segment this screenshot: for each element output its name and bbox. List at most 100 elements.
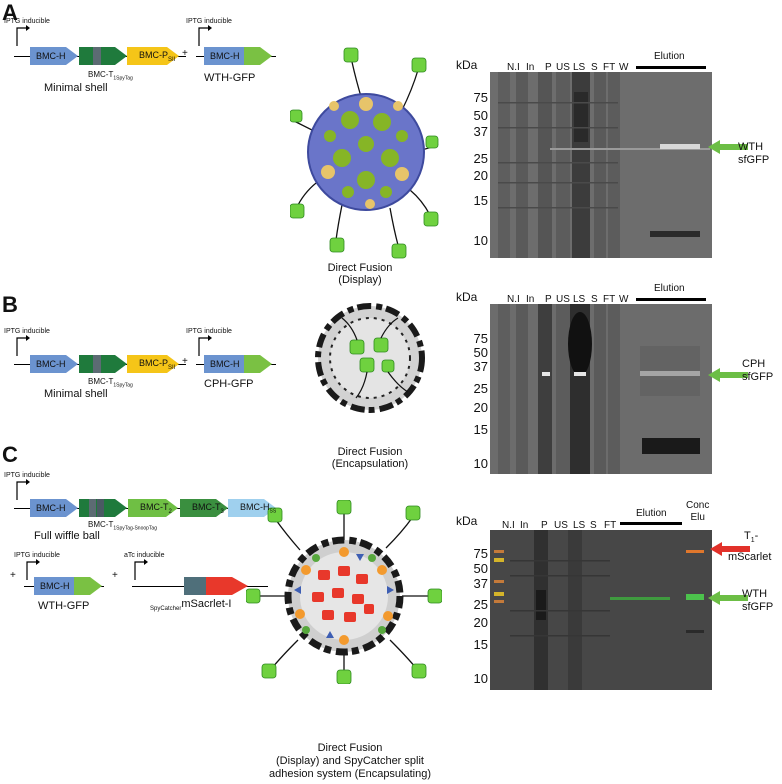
gel-c-marker: 15 xyxy=(473,637,488,652)
promoter-arrow-icon xyxy=(16,25,30,46)
gel-c-marker: 20 xyxy=(473,615,488,630)
gel-a-marker: 37 xyxy=(473,124,488,139)
gel-c-kda-title: kDa xyxy=(456,514,478,528)
gene-bmc-t-label: BMC-T1SpyTag xyxy=(88,70,133,82)
promoter-arrow-icon xyxy=(134,559,148,580)
gel-c-lane: FT xyxy=(604,520,617,531)
promoter-arrow-icon xyxy=(198,25,212,46)
gel-b-marker: 37 xyxy=(473,359,488,374)
gene-bmc-h: BMC-H xyxy=(30,45,78,67)
plus-sign: + xyxy=(182,356,188,367)
gene-gfp xyxy=(244,45,272,67)
gel-b-lane: FT xyxy=(603,294,616,305)
gel-c-marker: 25 xyxy=(473,597,488,612)
gene-mscarlet xyxy=(206,571,248,595)
construct-name: Minimal shell xyxy=(44,82,108,94)
construct-name: Minimal shell xyxy=(44,388,108,400)
construct-name: SpyCatchermSacrlet-I xyxy=(150,598,232,613)
gel-b-elution-bar xyxy=(636,298,706,301)
gene-bmc-t xyxy=(79,353,127,375)
gel-c-lane: P xyxy=(541,520,548,531)
gel-b-marker: 75 xyxy=(473,331,488,346)
plus-sign: + xyxy=(112,570,118,581)
panel-a-caption: Direct Fusion(Display) xyxy=(327,262,393,286)
promoter-label: IPTG inducible xyxy=(186,18,232,25)
promoter-arrow-icon xyxy=(16,479,30,500)
panel-b-caption: Direct Fusion(Encapsulation) xyxy=(331,446,409,470)
gene-bmc-t xyxy=(79,45,127,67)
gene-bmc-h: BMC-H xyxy=(30,497,78,519)
gel-a-elution-label: Elution xyxy=(654,51,685,62)
gel-a-marker: 20 xyxy=(473,168,488,183)
gel-c-marker: 75 xyxy=(473,546,488,561)
gel-c-elution-bar xyxy=(620,522,682,525)
gel-a-lane: N.I xyxy=(507,62,520,73)
promoter-arrow-icon xyxy=(16,335,30,356)
gel-b-marker: 10 xyxy=(473,456,488,471)
construct-name: CPH-GFP xyxy=(204,378,254,390)
gene-bmc-h: BMC-H xyxy=(30,353,78,375)
gel-a-lane: S xyxy=(591,62,598,73)
gel-a-marker: 75 xyxy=(473,90,488,105)
gel-a-lane: In xyxy=(526,62,535,73)
gel-a-lane: US xyxy=(556,62,570,73)
panel-c-letter: C xyxy=(2,442,18,467)
construct-name: WTH-GFP xyxy=(38,600,90,612)
gel-c-marker: 10 xyxy=(473,671,488,686)
gene-bmc-h: BMC-H xyxy=(204,353,244,375)
gel-b-band-arrow-icon xyxy=(708,368,748,382)
promoter-label: IPTG inducible xyxy=(4,328,50,335)
gel-b-lane: LS xyxy=(573,294,586,305)
panel-a-letter: A xyxy=(2,0,18,25)
gel-a-elution-bar xyxy=(636,66,706,69)
promoter-arrow-icon xyxy=(26,559,40,580)
panel-c-caption: Direct Fusion(Display) and SpyCatcher sp… xyxy=(268,742,432,780)
gel-a-kda-title: kDa xyxy=(456,58,478,72)
gel-c-red-arrow-icon xyxy=(710,542,750,556)
gene-bmc-h-ss: BMC-HSS xyxy=(228,497,276,519)
gel-c-green-arrow-icon xyxy=(708,591,748,605)
gel-a-lane: FT xyxy=(603,62,616,73)
shell-wiffle-ball-illustration xyxy=(246,500,442,684)
gel-a-marker: 10 xyxy=(473,233,488,248)
gel-b-image xyxy=(490,304,712,474)
gene-bmc-p: BMC-PSII xyxy=(127,353,179,375)
promoter-label: IPTG inducible xyxy=(4,472,50,479)
gel-c-elution-label: Elution xyxy=(636,508,667,519)
construct-name: Full wiffle ball xyxy=(34,530,100,542)
gene-bmc-t-label: BMC-T1SpyTag xyxy=(88,377,133,389)
gel-c-marker: 50 xyxy=(473,561,488,576)
gel-a-marker: 15 xyxy=(473,193,488,208)
gel-b-marker: 25 xyxy=(473,381,488,396)
gene-bmc-t xyxy=(79,497,127,519)
plus-sign: + xyxy=(10,570,16,581)
gel-a-lane: W xyxy=(619,62,629,73)
gel-b-lane: W xyxy=(619,294,629,305)
plus-sign: + xyxy=(182,48,188,59)
construct-name: WTH-GFP xyxy=(204,72,256,84)
gel-a-lane: P xyxy=(545,62,552,73)
gel-b-kda-title: kDa xyxy=(456,290,478,304)
gene-bmc-t3: BMC-T3 xyxy=(180,497,228,519)
promoter-label: IPTG inducible xyxy=(4,18,50,25)
gel-a-lane: LS xyxy=(573,62,586,73)
panel-b-letter: B xyxy=(2,292,18,317)
shell-encapsulation-illustration xyxy=(315,303,425,413)
gene-bmc-p: BMC-PSII xyxy=(127,45,179,67)
gel-b-lane: S xyxy=(591,294,598,305)
gel-b-marker: 15 xyxy=(473,422,488,437)
shell-display-illustration xyxy=(290,47,439,259)
gel-a-band-arrow-icon xyxy=(708,140,748,154)
gel-c-marker: 37 xyxy=(473,576,488,591)
gel-b-marker: 50 xyxy=(473,345,488,360)
gel-b-elution-label: Elution xyxy=(654,283,685,294)
gel-c-image xyxy=(490,530,712,690)
gel-b-lane: US xyxy=(556,294,570,305)
gene-bmc-h: BMC-H xyxy=(34,575,74,597)
gel-a-marker: 25 xyxy=(473,151,488,166)
gene-gfp xyxy=(244,353,272,375)
